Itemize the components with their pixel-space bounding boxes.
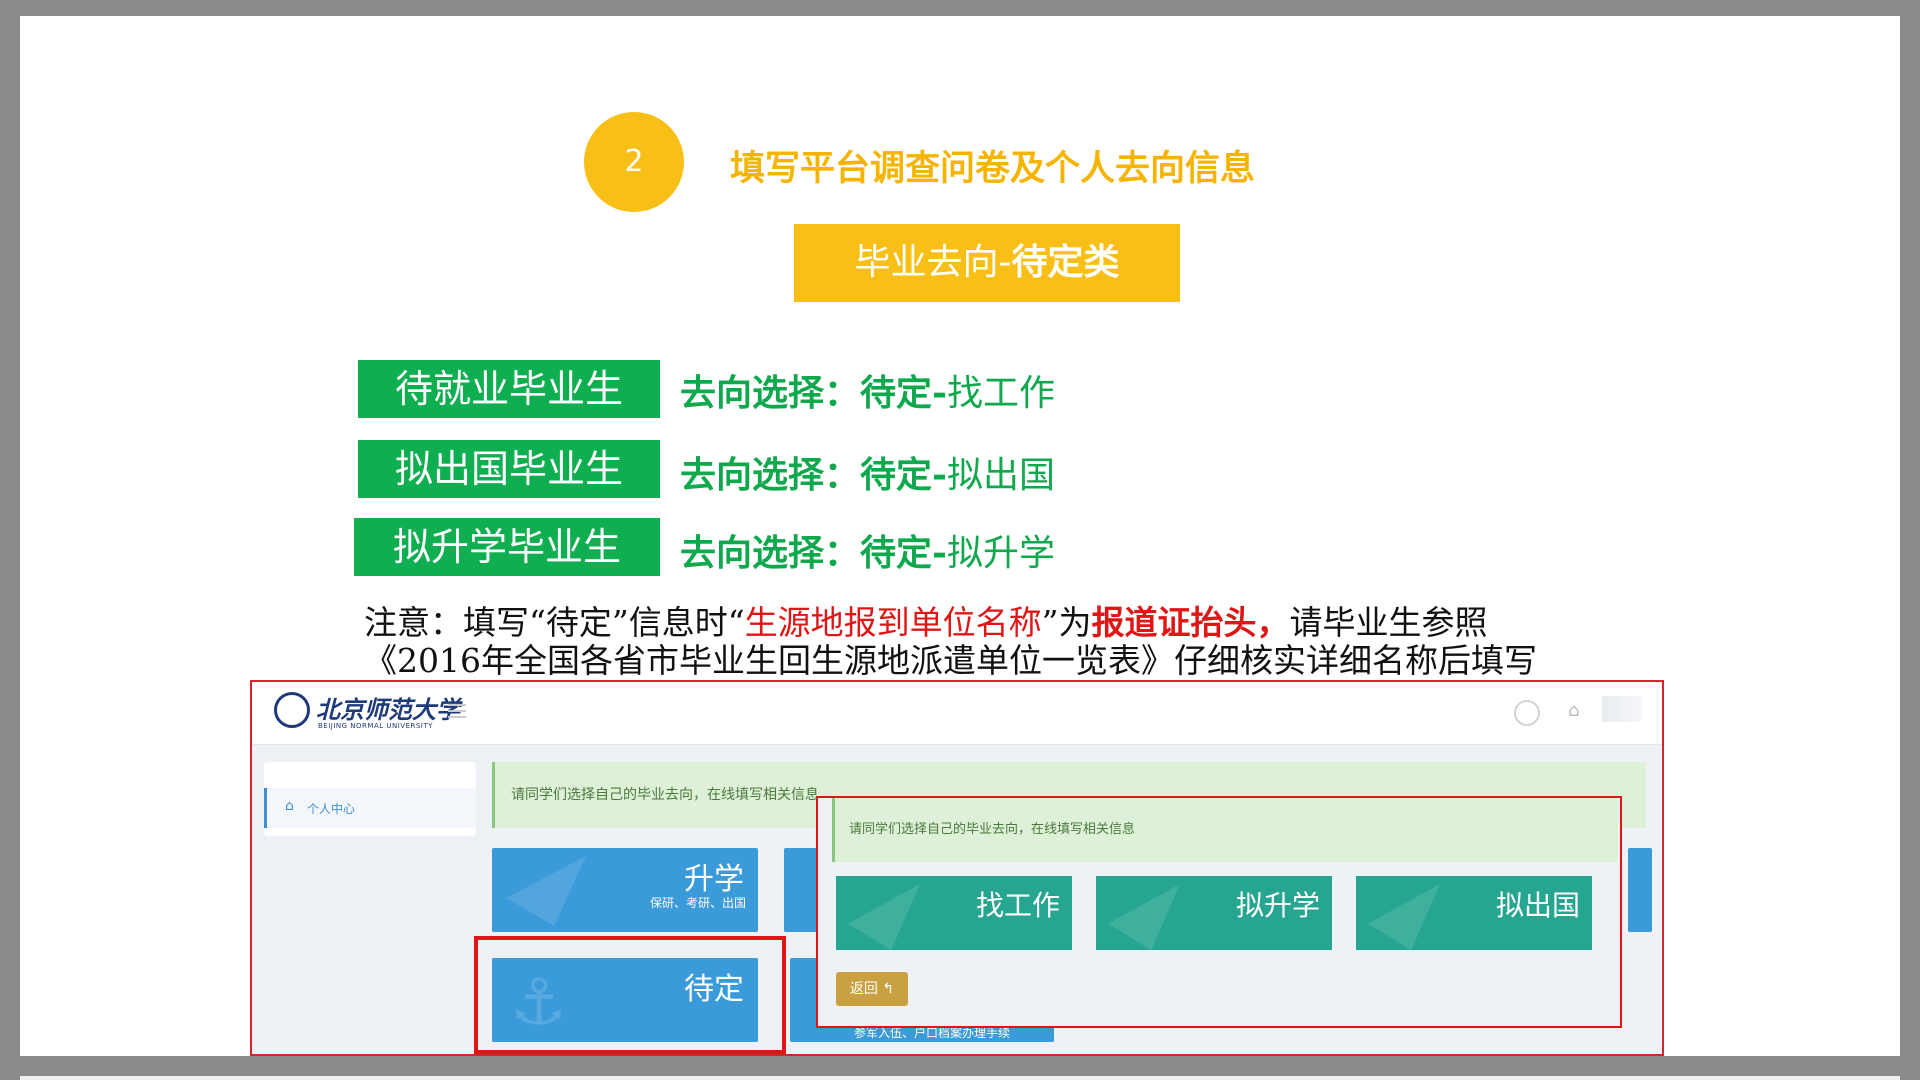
window-bottom-bar: [0, 1056, 1920, 1080]
note-part2: ”为: [1041, 603, 1092, 642]
choice-text-abroad: 去向选择：待定-拟出国: [680, 446, 1055, 498]
graduate-type-label-abroad: 拟出国毕业生: [358, 440, 660, 498]
popup-info-alert: 请同学们选择自己的毕业去向，在线填写相关信息: [832, 798, 1618, 862]
tile-further-study[interactable]: 升学 保研、考研、出国: [492, 848, 758, 932]
popup-info-text: 请同学们选择自己的毕业去向，在线填写相关信息: [849, 822, 1136, 837]
choice-bold: 待定-: [860, 532, 947, 574]
tile-subtitle: 参军入伍、户口档案办理手续: [854, 1026, 1011, 1040]
tile-title: 升学: [684, 862, 744, 897]
search-icon[interactable]: [1514, 700, 1540, 726]
category-banner: 毕业去向-待定类: [794, 224, 1180, 302]
tile-pending[interactable]: ⚓ 待定: [492, 958, 758, 1042]
university-seal-icon: [274, 692, 310, 728]
tile-partial-right[interactable]: [1628, 848, 1652, 932]
paper-plane-icon: [506, 856, 586, 926]
option-label: 拟升学: [1235, 889, 1320, 922]
sidebar-item-label: 个人中心: [307, 802, 356, 816]
note-red: 生源地报到单位名称: [744, 603, 1042, 642]
university-logo-text: 北京师范大学: [316, 695, 460, 724]
graduate-type-label-job: 待就业毕业生: [358, 360, 660, 418]
option-label: 找工作: [975, 889, 1060, 922]
choice-prefix: 去向选择：: [680, 372, 861, 414]
choice-rest: 拟出国: [946, 455, 1055, 496]
graduate-type-label-study: 拟升学毕业生: [354, 518, 660, 576]
back-button-label: 返回: [849, 981, 878, 997]
anchor-icon: ⚓: [510, 966, 568, 1040]
choice-bold: 待定-: [860, 372, 947, 414]
step-title: 填写平台调查问卷及个人去向信息: [730, 149, 1256, 189]
note-part3: 请毕业生参照: [1289, 603, 1488, 642]
choice-prefix: 去向选择：: [680, 532, 861, 574]
hamburger-menu-icon[interactable]: [448, 704, 466, 718]
portal-header: 北京师范大学 BEIJING NORMAL UNIVERSITY ⌂: [252, 682, 1662, 745]
choice-rest: 拟升学: [946, 533, 1055, 574]
category-bold: 待定类: [1011, 242, 1120, 283]
choice-rest: 找工作: [946, 373, 1055, 414]
note-part1: 注意：填写“待定”信息时“: [364, 603, 745, 642]
university-logo-subtitle: BEIJING NORMAL UNIVERSITY: [318, 722, 433, 730]
back-button[interactable]: 返回 ↰: [836, 972, 908, 1006]
choice-prefix: 去向选择：: [680, 454, 861, 496]
paper-plane-icon: [848, 884, 920, 950]
tile-subtitle: 保研、考研、出国: [649, 896, 746, 910]
avatar[interactable]: [1602, 696, 1642, 722]
portal-screenshot: 北京师范大学 BEIJING NORMAL UNIVERSITY ⌂ ⌂ 个人中…: [250, 680, 1664, 1056]
step-number-badge: 2: [584, 112, 684, 212]
globe-icon: [1368, 884, 1440, 950]
tile-title: 待定: [684, 972, 744, 1007]
option-label: 拟出国: [1495, 889, 1580, 922]
divider: [20, 1076, 1900, 1080]
highlight-box: [474, 936, 786, 1054]
house-icon: ⌂: [285, 798, 294, 814]
home-icon[interactable]: ⌂: [1568, 700, 1580, 721]
option-go-abroad[interactable]: 拟出国: [1356, 876, 1592, 950]
choice-text-job: 去向选择：待定-找工作: [680, 364, 1055, 416]
option-find-job[interactable]: 找工作: [836, 876, 1072, 950]
window-top-bar: [0, 0, 1920, 16]
destination-popup: 请同学们选择自己的毕业去向，在线填写相关信息 找工作 拟升学 拟出国 返回 ↰: [816, 796, 1622, 1028]
option-further-study[interactable]: 拟升学: [1096, 876, 1332, 950]
note-line-2: 《2016年全国各省市毕业生回生源地派遣单位一览表》仔细核实详细名称后填写: [364, 641, 1537, 680]
sidebar: ⌂ 个人中心: [264, 762, 476, 836]
choice-text-study: 去向选择：待定-拟升学: [680, 524, 1055, 576]
choice-bold: 待定-: [860, 454, 947, 496]
note-line-1: 注意：填写“待定”信息时“生源地报到单位名称”为报道证抬头，请毕业生参照: [364, 604, 1537, 642]
note-red-bold: 报道证抬头，: [1091, 603, 1290, 642]
note-text: 注意：填写“待定”信息时“生源地报到单位名称”为报道证抬头，请毕业生参照 《20…: [364, 604, 1537, 680]
sidebar-item-personal-center[interactable]: ⌂ 个人中心: [264, 788, 476, 828]
info-alert-text: 请同学们选择自己的毕业去向，在线填写相关信息: [511, 787, 819, 803]
return-arrow-icon: ↰: [882, 981, 895, 997]
category-prefix: 毕业去向-: [854, 242, 1012, 283]
graduation-cap-icon: [1108, 884, 1180, 950]
